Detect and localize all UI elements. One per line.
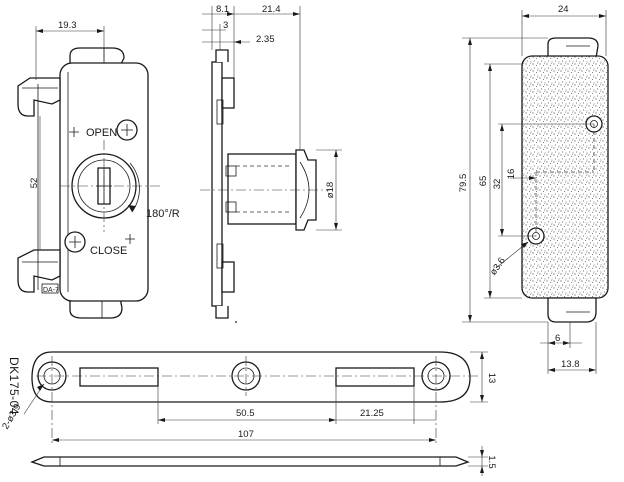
dim-plate-hole-spacing: 50.5 bbox=[236, 408, 255, 419]
dim-plate-slot: 21.25 bbox=[360, 408, 384, 419]
label-close: CLOSE bbox=[90, 245, 127, 257]
front-bottom-tab bbox=[69, 297, 123, 319]
dim-hole-diameter: ø3.6 bbox=[488, 256, 508, 278]
front-left-hook-bottom bbox=[17, 249, 61, 293]
dim-right-width: 24 bbox=[558, 4, 569, 15]
label-rotation: 180°/R bbox=[146, 208, 180, 220]
dim-side-flange: 8.1 bbox=[216, 4, 229, 15]
dim-side-offset: 2.35 bbox=[256, 34, 275, 45]
dim-right-foot: 6 bbox=[555, 333, 560, 344]
right-top-tab bbox=[547, 37, 599, 59]
side-plate bbox=[211, 61, 223, 307]
front-view: 19.3 52 OPEN CLOSE 180°/R DA-7 bbox=[17, 20, 180, 319]
plate-edge bbox=[30, 456, 470, 467]
label-open: OPEN bbox=[86, 127, 117, 139]
side-cylinder-body bbox=[227, 153, 297, 225]
bottom-view: 13 50.5 21.25 107 2-ø3.9 DK175-04 bbox=[0, 351, 497, 444]
dim-side-step: 3 bbox=[223, 20, 228, 31]
dim-right-foot-width: 13.8 bbox=[561, 359, 580, 370]
close-mark-plus bbox=[125, 234, 135, 244]
dim-right-height-inner: 32 bbox=[492, 179, 503, 190]
side-cylinder-head bbox=[295, 149, 317, 231]
dim-front-width: 19.3 bbox=[58, 20, 77, 31]
plate-slot-right bbox=[335, 367, 415, 387]
model-code: DK175-04 bbox=[7, 357, 21, 415]
right-pad bbox=[521, 55, 609, 299]
dim-right-height-mid: 65 bbox=[478, 176, 489, 187]
dim-plate-thickness: 1.5 bbox=[486, 455, 497, 468]
dim-plate-length: 107 bbox=[238, 429, 254, 440]
side-hook-bottom bbox=[215, 306, 229, 319]
plate-slot-left bbox=[79, 367, 159, 387]
open-mark-plus bbox=[69, 127, 79, 137]
side-view: 8.1 21.4 3 2.35 ø18 bbox=[200, 4, 342, 323]
dim-cylinder-diameter: ø18 bbox=[325, 182, 336, 198]
dim-right-offset: 16 bbox=[506, 169, 517, 180]
side-hook-top bbox=[215, 49, 229, 62]
right-view: 24 79.5 65 32 16 ø3.6 6 bbox=[458, 4, 609, 374]
right-bottom-tab bbox=[547, 297, 597, 323]
front-left-hook-top bbox=[17, 77, 61, 117]
label-mark: DA-7 bbox=[43, 287, 59, 294]
edge-view: 1.5 bbox=[30, 446, 497, 476]
front-top-tab bbox=[69, 47, 125, 67]
dim-side-overall: 21.4 bbox=[262, 4, 281, 15]
dim-right-height-outer: 79.5 bbox=[458, 174, 469, 193]
dim-front-height: 52 bbox=[29, 178, 40, 189]
dim-plate-height: 13 bbox=[486, 373, 497, 384]
